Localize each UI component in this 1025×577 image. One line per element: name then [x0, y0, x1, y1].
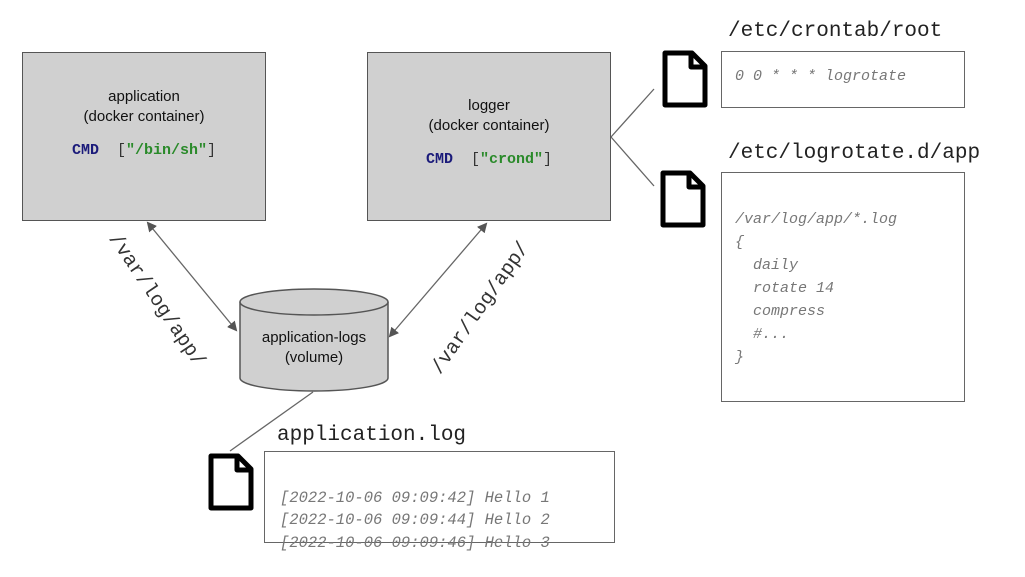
logrotate-line: /var/log/app/*.log [735, 211, 898, 228]
volume-type: (volume) [284, 349, 344, 366]
crontab-content: 0 0 * * * logrotate [721, 51, 965, 108]
application-cmd: CMD ["/bin/sh"] [71, 142, 217, 159]
connector-logrotate [610, 136, 655, 187]
logrotate-content: /var/log/app/*.log { daily rotate 14 comp… [721, 172, 965, 402]
file-icon [660, 170, 706, 228]
logger-cmd: CMD ["crond"] [425, 151, 553, 168]
crontab-line: 0 0 * * * logrotate [735, 68, 907, 85]
mount-arrow-right [388, 222, 488, 338]
logger-container: logger (docker container) CMD ["crond"] [367, 52, 611, 221]
file-icon [208, 453, 254, 511]
applog-line: [2022-10-06 09:09:44] Hello 2 [280, 511, 550, 529]
mount-arrow-left [146, 221, 238, 332]
file-icon [662, 50, 708, 108]
logrotate-line: #... [735, 326, 790, 343]
volume-name: application-logs [261, 329, 367, 346]
logrotate-line: daily [735, 257, 799, 274]
logger-subtitle: (docker container) [428, 117, 550, 134]
crontab-filename: /etc/crontab/root [728, 20, 943, 43]
applog-line: [2022-10-06 09:09:46] Hello 3 [280, 533, 550, 552]
application-subtitle: (docker container) [83, 108, 205, 125]
logrotate-filename: /etc/logrotate.d/app [728, 142, 981, 165]
logrotate-line: rotate 14 [735, 280, 835, 297]
connector-crontab [610, 88, 655, 138]
logger-title: logger [468, 97, 510, 114]
applog-line: [2022-10-06 09:09:42] Hello 1 [280, 488, 550, 507]
logrotate-line: compress [735, 303, 826, 320]
diagram-canvas [146, 50, 708, 511]
applog-filename: application.log [277, 424, 467, 447]
volume-label: application-logs (volume) [240, 328, 388, 368]
application-container: application (docker container) CMD ["/bi… [22, 52, 266, 221]
connector-applog [229, 391, 314, 452]
volume-cylinder [239, 288, 389, 392]
logrotate-line: } [735, 349, 745, 366]
applog-content: [2022-10-06 09:09:42] Hello 1 [2022-10-06… [264, 451, 615, 552]
logrotate-line: { [735, 234, 745, 251]
application-title: application [108, 88, 180, 105]
